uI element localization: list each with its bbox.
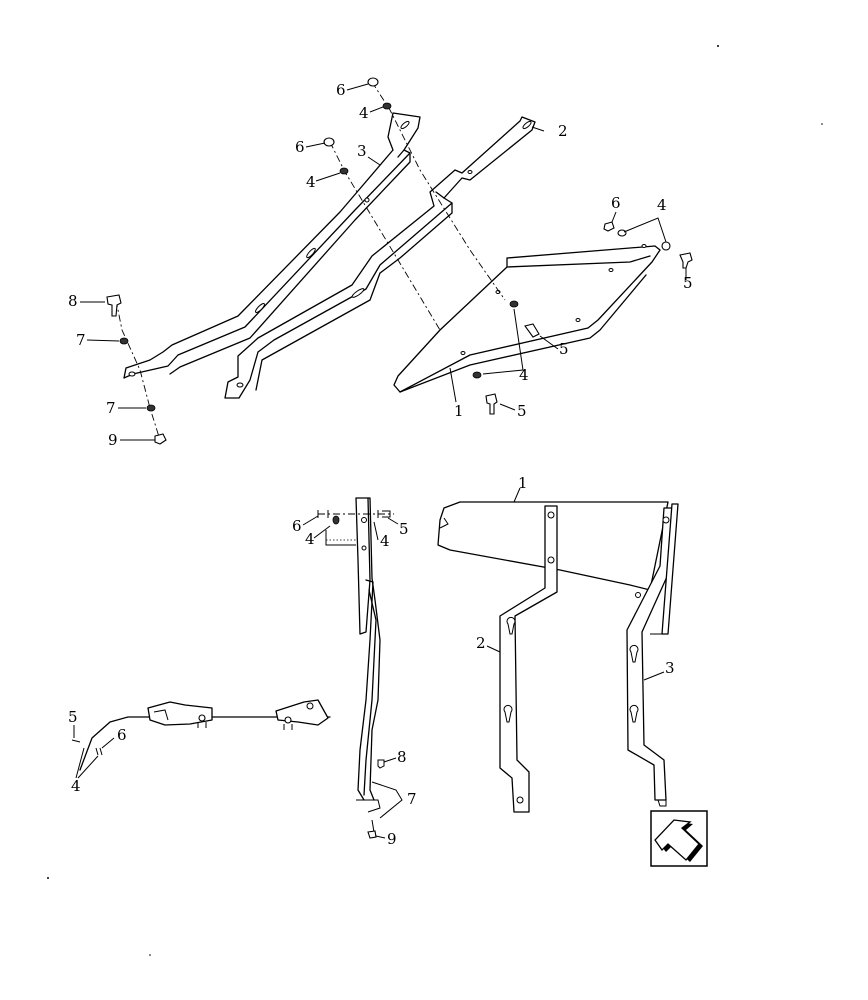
- callout-1: 1: [518, 474, 528, 492]
- nut-icon: [367, 77, 379, 87]
- hardware-top: [106, 77, 693, 445]
- side-view-middle: 6 4 4 5 8 7 9: [292, 497, 417, 848]
- washer-icon: [509, 300, 519, 308]
- callout-4: 4: [306, 173, 316, 191]
- callout-3: 3: [357, 142, 367, 160]
- top-view-left: 5 6 4: [68, 699, 331, 795]
- washer-icon: [661, 241, 671, 251]
- nut-icon: [603, 221, 615, 232]
- callout-6: 6: [336, 81, 346, 99]
- assembly-centerline: [115, 299, 161, 441]
- callout-6: 6: [292, 517, 302, 535]
- callout-4: 4: [657, 196, 667, 214]
- callout-5: 5: [68, 708, 78, 726]
- washer-icon: [146, 404, 156, 412]
- bolt-icon: [524, 323, 540, 338]
- callout-6: 6: [611, 194, 621, 212]
- callout-7: 7: [106, 399, 116, 417]
- washer-icon: [119, 337, 129, 345]
- assembly-centerline: [329, 141, 441, 331]
- nut-icon: [95, 747, 103, 756]
- callout-9: 9: [387, 830, 397, 848]
- callout-4: 4: [380, 532, 390, 550]
- exploded-view-top: 6 4 2 6 3 4 6 4 5 8 5 7 4 1 5 7 9: [68, 77, 693, 449]
- bracket-top-profile: [275, 699, 329, 726]
- callout-3: 3: [665, 659, 675, 677]
- callout-5: 5: [683, 274, 693, 292]
- washer-icon: [472, 371, 482, 379]
- bracket-part-2: [224, 116, 536, 399]
- speck: [47, 877, 49, 879]
- shield-part-1: [393, 244, 661, 393]
- callout-4: 4: [519, 366, 529, 384]
- callout-6: 6: [117, 726, 127, 744]
- shield-front-edge: [661, 503, 679, 635]
- leader-lines-top: [80, 83, 687, 441]
- bracket-front-part-2: [499, 505, 558, 813]
- callout-5: 5: [399, 520, 409, 538]
- bolt-icon: [679, 252, 693, 269]
- bolt-icon: [377, 759, 385, 769]
- front-direction-arrow-icon: [650, 810, 708, 867]
- callout-5: 5: [517, 402, 527, 420]
- speck: [717, 45, 719, 47]
- washer-icon: [617, 229, 627, 237]
- callout-2: 2: [476, 634, 486, 652]
- speck: [149, 954, 151, 956]
- bracket-part-3: [123, 112, 421, 379]
- bolt-icon: [485, 393, 498, 415]
- callout-1: 1: [454, 402, 464, 420]
- callout-7: 7: [407, 790, 417, 808]
- assembly-centerline: [371, 81, 506, 301]
- nut-icon: [154, 433, 167, 445]
- callout-4: 4: [305, 530, 315, 548]
- callouts-top: 6 4 2 6 3 4 6 4 5 8 5 7 4 1 5 7 9: [68, 81, 693, 449]
- washer-icon: [382, 102, 392, 110]
- speck: [821, 123, 823, 125]
- callout-2: 2: [558, 122, 568, 140]
- callout-9: 9: [108, 431, 118, 449]
- nut-icon: [323, 137, 335, 147]
- callout-8: 8: [68, 292, 78, 310]
- front-view-right: 1 2 3: [437, 474, 679, 813]
- callout-6: 6: [295, 138, 305, 156]
- bolt-icon: [106, 294, 122, 317]
- washer-icon: [339, 167, 349, 175]
- nut-icon: [367, 830, 377, 839]
- washer-icon: [332, 515, 340, 525]
- callout-7: 7: [76, 331, 86, 349]
- callout-4: 4: [359, 104, 369, 122]
- callout-8: 8: [397, 748, 407, 766]
- bolt-icon: [377, 510, 391, 518]
- bolt-icon: [71, 739, 81, 743]
- callout-4: 4: [71, 777, 81, 795]
- bracket-top-profile: [147, 701, 213, 726]
- callout-5: 5: [559, 340, 569, 358]
